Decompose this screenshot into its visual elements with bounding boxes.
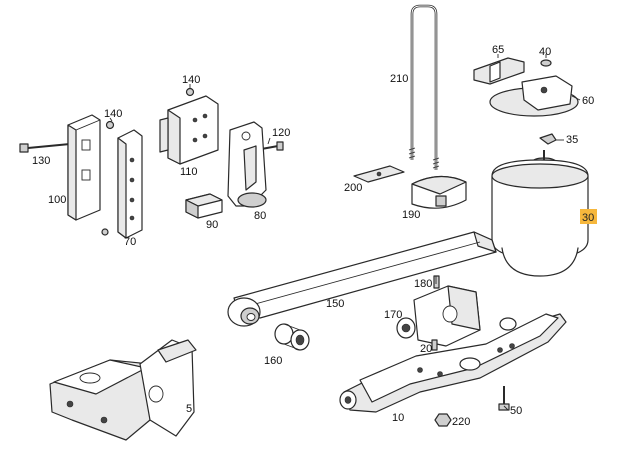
part-30-air-spring[interactable]	[491, 150, 589, 277]
label-50[interactable]: 50	[510, 405, 522, 417]
label-10[interactable]: 10	[392, 412, 404, 424]
label-140-left[interactable]: 140	[104, 108, 122, 120]
label-220[interactable]: 220	[452, 416, 470, 428]
label-150[interactable]: 150	[326, 298, 344, 310]
part-200-plate[interactable]	[353, 165, 405, 183]
label-20[interactable]: 20	[420, 343, 432, 355]
label-100[interactable]: 100	[48, 194, 66, 206]
part-65-bracket[interactable]	[473, 57, 525, 85]
label-180[interactable]: 180	[414, 278, 432, 290]
label-120[interactable]: 120	[272, 127, 290, 139]
part-50-bolt[interactable]	[498, 386, 510, 411]
highlight-box-30[interactable]	[580, 209, 597, 224]
part-20-pin[interactable]	[431, 339, 438, 351]
part-labels: 5 10 20 30 35 40 50 60 65 70 80 90 100 1…	[32, 44, 597, 428]
part-190-spacer[interactable]	[411, 175, 467, 209]
label-160[interactable]: 160	[264, 355, 282, 367]
part-140-nut-mid[interactable]	[185, 87, 195, 97]
label-110[interactable]: 110	[180, 166, 198, 178]
part-5-axle-bracket[interactable]	[49, 339, 197, 441]
label-5[interactable]: 5	[186, 403, 192, 415]
part-10-trailing-arm[interactable]	[339, 313, 567, 413]
part-180-pin[interactable]	[433, 275, 440, 289]
part-130-bolt[interactable]	[19, 143, 71, 153]
label-80[interactable]: 80	[254, 210, 266, 222]
part-140-nut-left[interactable]	[105, 120, 115, 130]
part-110-bracket[interactable]	[159, 95, 219, 165]
leader-lines	[109, 54, 581, 411]
label-70[interactable]: 70	[124, 236, 136, 248]
part-90-block[interactable]	[185, 193, 223, 219]
label-40[interactable]: 40	[539, 46, 551, 58]
label-210[interactable]: 210	[390, 73, 408, 85]
part-210-ubolt[interactable]	[408, 4, 440, 170]
label-130[interactable]: 130	[32, 155, 50, 167]
part-35-clip[interactable]	[539, 133, 557, 145]
part-160-bushing[interactable]	[274, 323, 310, 351]
part-80-hanger[interactable]	[227, 121, 267, 208]
label-140-mid[interactable]: 140	[182, 74, 200, 86]
part-60-plate[interactable]	[489, 75, 579, 117]
part-220-nut[interactable]	[434, 413, 452, 427]
label-65[interactable]: 65	[492, 44, 504, 56]
part-70-plate[interactable]	[101, 129, 143, 239]
label-60[interactable]: 60	[582, 95, 594, 107]
label-170[interactable]: 170	[384, 309, 402, 321]
label-35[interactable]: 35	[566, 134, 578, 146]
part-170-bracket[interactable]	[396, 285, 481, 347]
part-40-nut[interactable]	[540, 59, 552, 67]
label-200[interactable]: 200	[344, 182, 362, 194]
label-190[interactable]: 190	[402, 209, 420, 221]
label-90[interactable]: 90	[206, 219, 218, 231]
part-150-leaf-spring[interactable]	[227, 231, 497, 327]
part-100-bracket[interactable]	[67, 114, 101, 221]
label-30[interactable]: 30	[582, 212, 594, 224]
